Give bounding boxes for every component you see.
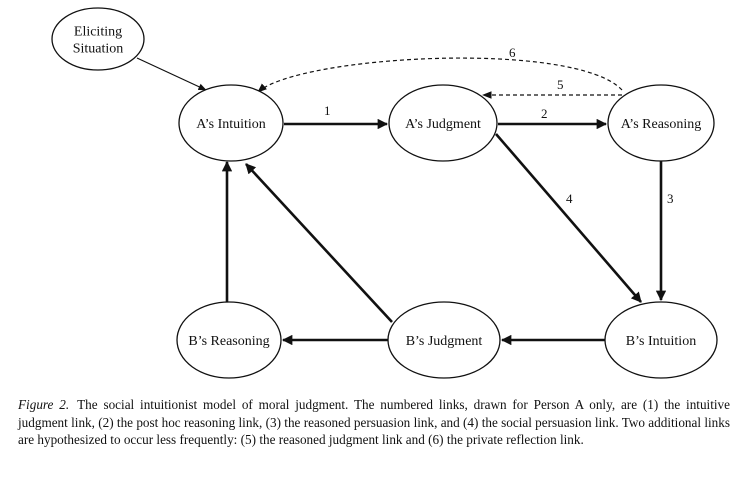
edge-label-6: 6 xyxy=(509,45,516,60)
node-label: B’s Judgment xyxy=(406,334,483,349)
node-ellipse xyxy=(51,7,145,71)
node-ellipse xyxy=(178,84,284,162)
caption-figure-label: Figure 2. xyxy=(18,397,70,412)
node-label: Situation xyxy=(73,42,124,57)
edge-label-2: 2 xyxy=(541,106,548,121)
node-a-intuition: A’s Intuition xyxy=(178,84,284,162)
edge-label-3: 3 xyxy=(667,191,674,206)
figure-caption: Figure 2.The social intuitionist model o… xyxy=(18,396,730,449)
node-ellipse xyxy=(604,301,718,379)
node-a-reasoning: A’s Reasoning xyxy=(607,84,715,162)
node-ellipse xyxy=(387,301,501,379)
node-label: Eliciting xyxy=(74,25,122,40)
edge-eliciting-to-a-intuition xyxy=(136,57,207,91)
edge-label-4: 4 xyxy=(566,191,573,206)
edge-b-judgment-to-a-intuition xyxy=(245,163,393,323)
node-label: B’s Reasoning xyxy=(188,334,269,349)
edges-layer: 1 2 3 4 5 6 xyxy=(136,45,674,346)
caption-text: The social intuitionist model of moral j… xyxy=(18,397,730,447)
node-label: A’s Judgment xyxy=(405,117,481,132)
node-ellipse xyxy=(388,84,498,162)
node-b-judgment: B’s Judgment xyxy=(387,301,501,379)
node-ellipse xyxy=(176,301,282,379)
node-b-reasoning: B’s Reasoning xyxy=(176,301,282,379)
node-b-intuition: B’s Intuition xyxy=(604,301,718,379)
node-label: A’s Reasoning xyxy=(621,117,702,132)
node-label: A’s Intuition xyxy=(196,117,266,132)
edge-a-reasoning-to-a-intuition xyxy=(257,57,623,93)
node-a-judgment: A’s Judgment xyxy=(388,84,498,162)
edge-label-1: 1 xyxy=(324,103,331,118)
edge-a-judgment-to-b-intuition xyxy=(495,133,642,303)
edge-label-5: 5 xyxy=(557,77,564,92)
node-label: B’s Intuition xyxy=(626,334,696,349)
node-ellipse xyxy=(607,84,715,162)
